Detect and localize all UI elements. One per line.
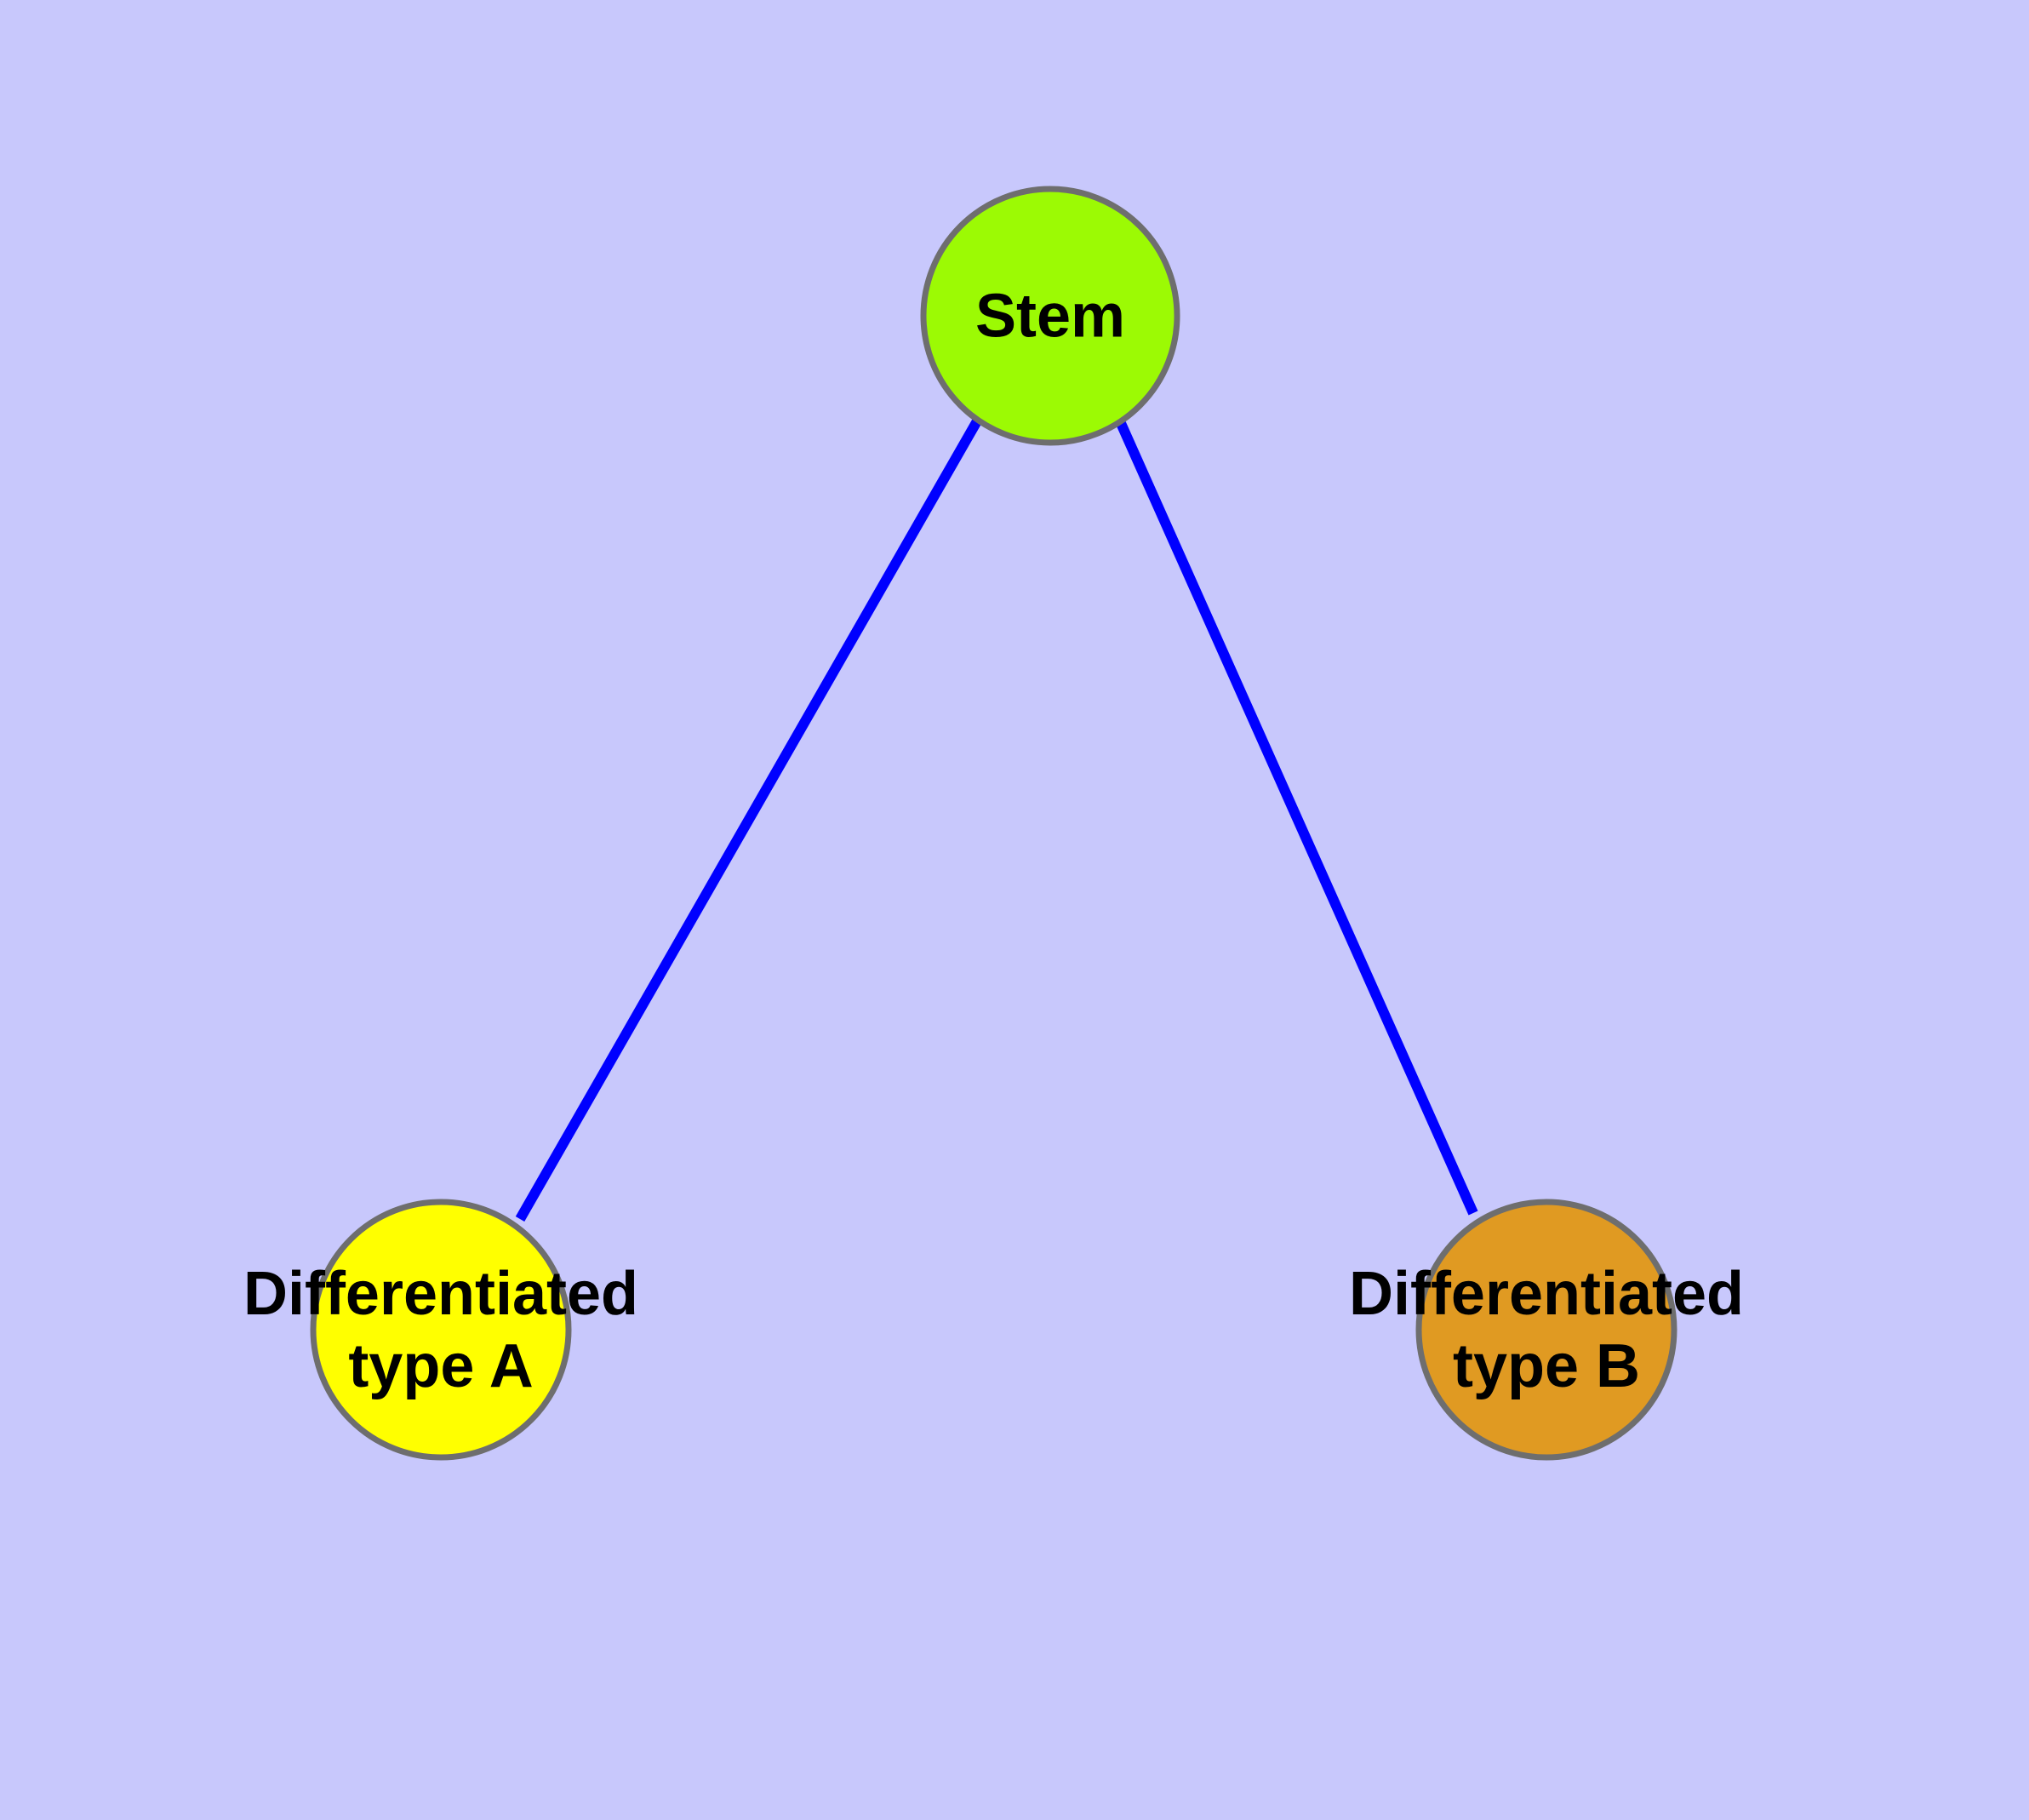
node-circle-stem[interactable] bbox=[920, 186, 1180, 446]
node-label-line: type A bbox=[348, 1332, 533, 1400]
node-circle-differentiated-type-a[interactable] bbox=[310, 1199, 572, 1461]
node-circle-differentiated-type-b[interactable] bbox=[1415, 1199, 1677, 1461]
node-layer bbox=[310, 186, 1677, 1461]
node-label-stem: Stem bbox=[975, 282, 1125, 350]
edge-stem-to-differentiated-a[interactable] bbox=[515, 417, 983, 1222]
edge-layer bbox=[515, 417, 1478, 1222]
node-label-line: type B bbox=[1453, 1332, 1640, 1400]
node-label-line: Differentiated bbox=[1349, 1260, 1744, 1328]
node-label-line: Stem bbox=[975, 282, 1125, 350]
edge-stem-to-differentiated-b[interactable] bbox=[1115, 419, 1478, 1216]
node-label-line: Differentiated bbox=[243, 1260, 638, 1328]
